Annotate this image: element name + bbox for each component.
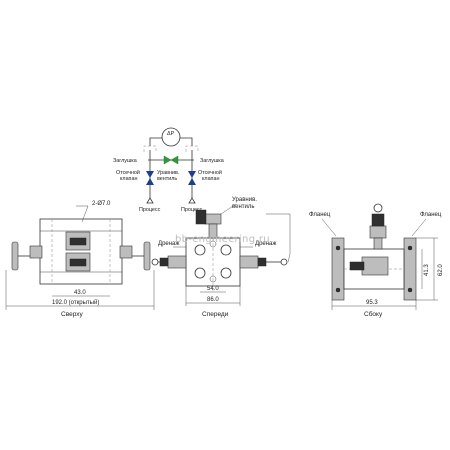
front-drain-right (239, 255, 259, 269)
front-knob-left (151, 258, 159, 266)
front-view-caption: Спереди (202, 311, 229, 318)
front-view: Уравнив.вентиль Дренаж Дренаж 54.0 86.0 … (151, 197, 291, 318)
block-valve-left-line2: клапан (120, 176, 137, 182)
dim-43-label: 43.0 (74, 290, 86, 296)
side-valve-body (361, 256, 389, 276)
front-equalizing-body (208, 223, 218, 239)
side-bolt (407, 287, 413, 293)
process-left-arrow-icon (146, 197, 154, 204)
drain-left-label: Дренаж (158, 241, 179, 247)
equalizing-leader-line (220, 203, 237, 215)
process-right-arrow-icon (188, 197, 196, 204)
flange-left-label: Фланец (309, 212, 331, 218)
flange-right-label: Фланец (420, 212, 442, 218)
hole-diameter-label: 2-Ø7.0 (92, 201, 111, 207)
port-circle (220, 267, 232, 279)
side-top-valve (369, 225, 387, 239)
front-knob-right (280, 258, 288, 266)
hole-leader-line (76, 205, 89, 223)
side-valve-handle (349, 261, 365, 271)
plug-right-label: Заглушка (200, 158, 224, 164)
top-handle-right (143, 241, 151, 271)
process-left-label: Процесс (139, 207, 161, 213)
side-bolt (407, 245, 413, 251)
side-bolt (335, 245, 341, 251)
block-valve-left-icon (146, 171, 154, 185)
plug-left-bracket (143, 145, 157, 152)
dim-413-label: 41.3 (424, 264, 430, 276)
drain-right-label: Дренаж (255, 241, 276, 247)
gauge-connection-line (149, 137, 193, 146)
front-equalizing-line1: Уравнив. (232, 197, 257, 203)
dim-620-label: 62.0 (438, 264, 444, 276)
side-bolt (335, 287, 341, 293)
side-top-knob (373, 203, 383, 213)
equalizing-valve-line1: Уравнив. (157, 170, 179, 176)
top-drain-right (119, 245, 133, 259)
block-valve-right-icon (188, 171, 196, 185)
block-valve-left-line1: Отсечной (116, 169, 140, 176)
side-view-caption: Сбоку (364, 310, 383, 318)
top-valve-handle (69, 258, 87, 267)
plug-left-label: Заглушка (113, 158, 137, 164)
port-circle (194, 244, 206, 256)
process-right-label: Процесс (181, 207, 203, 213)
dim-192-label: 192.0 (открытый) (52, 299, 99, 306)
front-equalizing-handle (195, 209, 207, 225)
top-view-caption: Сверху (61, 311, 83, 318)
front-equalizing-label: Уравнив.вентиль (232, 197, 257, 210)
side-top-stem (373, 237, 383, 250)
top-handle-left (11, 241, 19, 271)
top-drain-left (29, 245, 43, 259)
port-circle (194, 267, 206, 279)
block-valve-right-line1: Отсечной (198, 169, 222, 176)
front-drain-left (167, 255, 187, 269)
dim-54-label: 54.0 (207, 286, 219, 292)
equalizing-valve-label: Уравнив.вентиль (157, 170, 179, 182)
front-equalizing-line2: вентиль (232, 204, 255, 210)
gauge-delta-label: ΔP (167, 131, 175, 137)
flange-left-leader (321, 218, 337, 237)
port-circle (220, 244, 232, 256)
flange-right-leader (411, 218, 427, 237)
dim-953-label: 95.3 (366, 300, 378, 306)
equalizing-valve-line2: вентиль (157, 176, 177, 182)
pressure-gauge-icon (161, 127, 181, 147)
watermark: bb-engineering.ru (175, 234, 270, 245)
front-drain-cap-right (257, 257, 267, 267)
top-valve-handle (69, 237, 87, 246)
top-view: 2-Ø7.0 43.0 192.0 (открытый) Сверху (5, 201, 155, 318)
dim-86-label: 86.0 (207, 297, 219, 303)
equalizing-valve-icon (163, 155, 179, 165)
front-drain-cap-left (159, 257, 169, 267)
plug-right-bracket (185, 145, 199, 152)
block-valve-right-line2: клапан (202, 176, 219, 182)
top-view-body (39, 218, 123, 285)
front-equalizing-stem (204, 213, 222, 225)
side-top-handle (371, 213, 385, 227)
side-view: Фланец Фланец 41.3 62.0 95.3 Сбоку (309, 203, 444, 318)
equalizing-side-leader (266, 213, 291, 263)
